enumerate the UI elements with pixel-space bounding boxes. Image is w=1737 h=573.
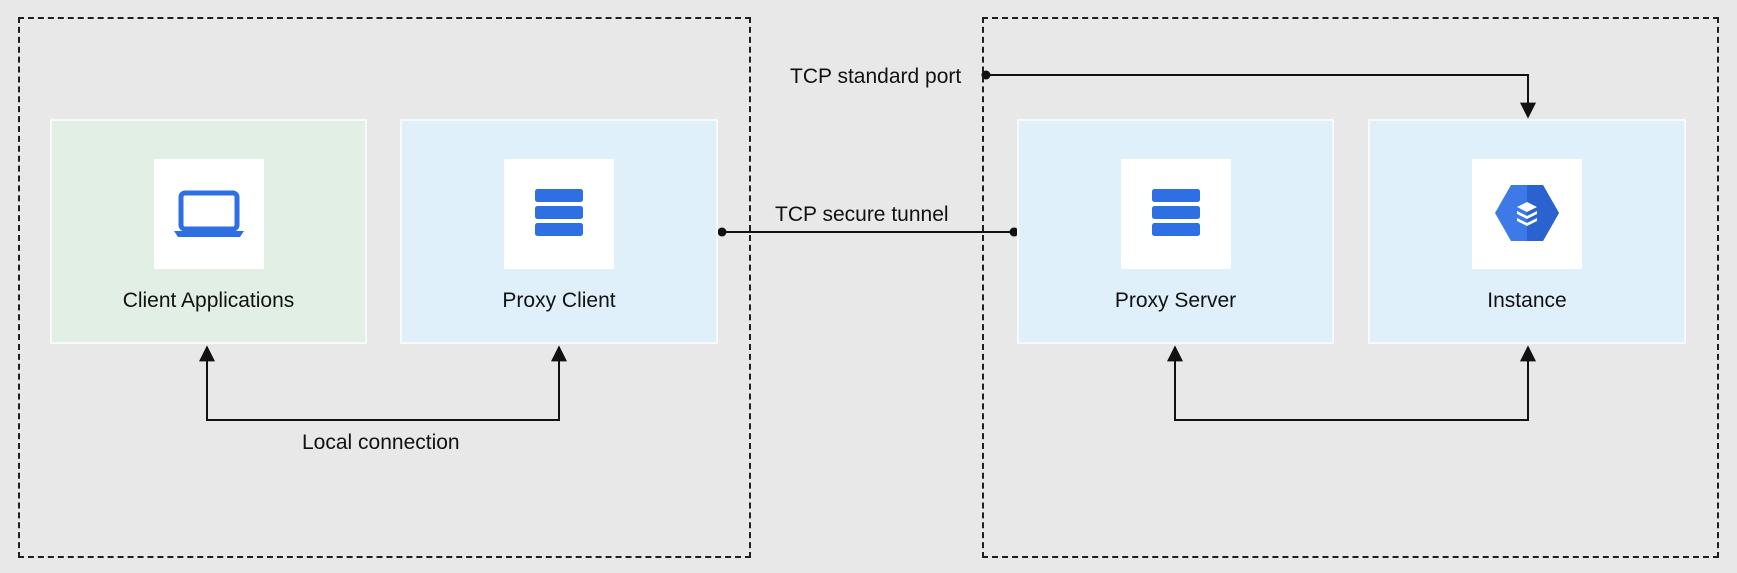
server-stack-icon — [1151, 189, 1200, 236]
proxy-server-card: Proxy Server — [1017, 119, 1334, 344]
local-connection-label: Local connection — [302, 431, 460, 454]
standard-port-line — [986, 74, 1536, 119]
database-instance-icon — [1495, 185, 1559, 241]
server-stack-icon — [535, 189, 583, 236]
proxy-client-icon-tile — [504, 159, 614, 269]
client-side-group — [18, 17, 751, 558]
proxy-client-label: Proxy Client — [502, 289, 616, 312]
client-applications-label: Client Applications — [122, 289, 295, 312]
server-instance-line — [1167, 345, 1536, 421]
tcp-standard-port-label: TCP standard port — [790, 65, 962, 88]
instance-card: Instance — [1368, 119, 1686, 344]
proxy-server-label: Proxy Server — [1114, 289, 1237, 312]
local-connection-line — [199, 345, 567, 421]
server-side-group — [982, 17, 1719, 558]
client-applications-icon-tile — [153, 159, 264, 269]
tunnel-end-dot — [1009, 227, 1019, 237]
proxy-server-icon-tile — [1120, 159, 1231, 269]
proxy-client-card: Proxy Client — [400, 119, 718, 344]
instance-icon-tile — [1472, 159, 1582, 269]
instance-label: Instance — [1487, 289, 1567, 312]
client-applications-card: Client Applications — [50, 119, 367, 344]
tunnel-start-dot — [717, 227, 727, 237]
laptop-icon — [173, 190, 244, 237]
tcp-secure-tunnel-label: TCP secure tunnel — [775, 203, 949, 226]
